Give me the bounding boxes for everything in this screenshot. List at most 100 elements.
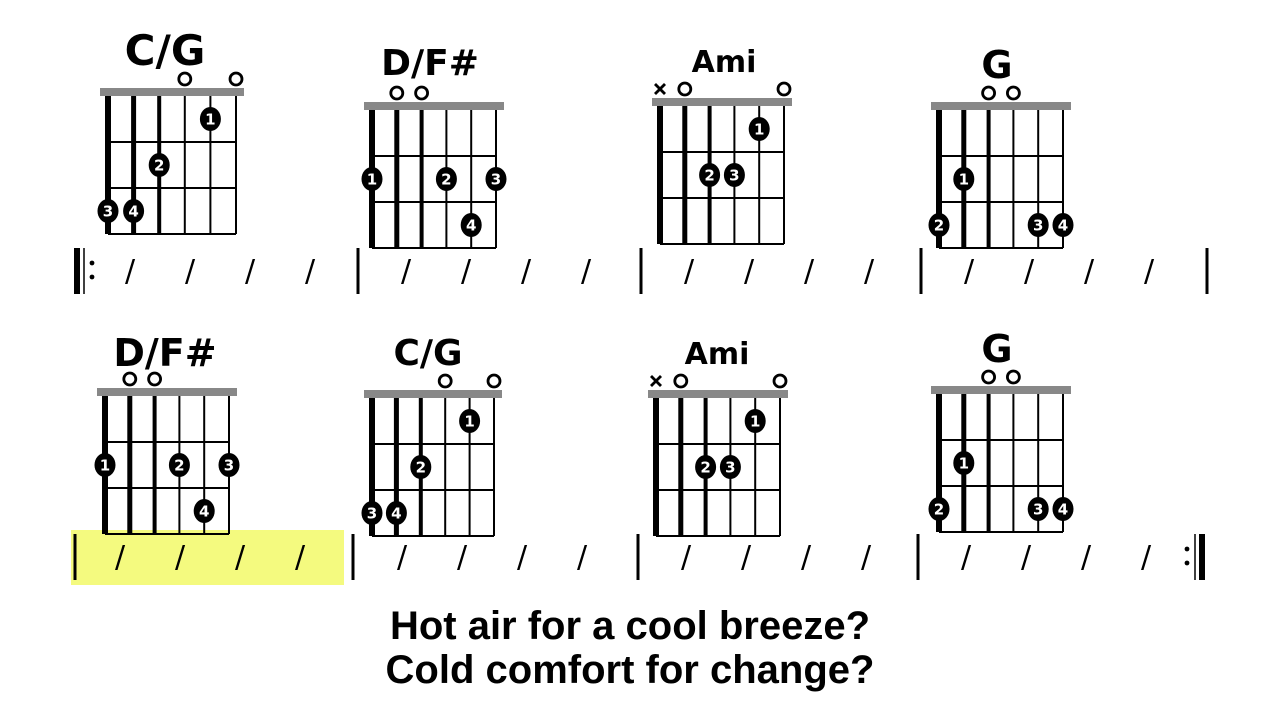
- open-string-icon: [776, 81, 792, 97]
- finger-number: 4: [466, 217, 476, 235]
- finger-number: 3: [367, 505, 377, 523]
- lyric-line-2: Cold comfort for change?: [385, 648, 875, 692]
- finger-number: 1: [100, 457, 110, 475]
- strum-slash: /: [517, 540, 528, 575]
- finger-number: 3: [224, 457, 234, 475]
- finger-dot-icon: [199, 107, 221, 131]
- muted-string-icon: [654, 83, 666, 95]
- open-string-icon: [1006, 369, 1021, 385]
- open-string-icon: [147, 371, 163, 387]
- finger-dot-icon: [953, 451, 975, 475]
- chord-diagram-r2-m1: 1 2 4 3: [94, 371, 240, 535]
- finger-number: 3: [729, 167, 739, 185]
- nut: [364, 390, 502, 398]
- strum-slash: /: [457, 540, 468, 575]
- finger-number: 4: [128, 203, 138, 221]
- open-string-icon: [1006, 85, 1021, 101]
- chord-name-r1-m4: G: [981, 43, 1013, 87]
- open-string-icon: [177, 71, 193, 87]
- chord-diagram-r1-m2: 1 2 4 3: [361, 85, 507, 249]
- finger-number: 1: [754, 121, 764, 139]
- open-string-icon: [437, 373, 453, 389]
- finger-dot-icon: [123, 199, 145, 223]
- chord-name-r2-m1: D/F#: [113, 331, 217, 375]
- finger-number: 2: [441, 171, 451, 189]
- strum-slash: /: [401, 254, 412, 289]
- finger-number: 2: [416, 459, 426, 477]
- strum-slash: /: [741, 540, 752, 575]
- finger-number: 2: [700, 459, 710, 477]
- strum-slash: /: [684, 254, 695, 289]
- strum-slash: /: [1141, 540, 1152, 575]
- strum-slash: /: [295, 540, 306, 575]
- nut: [648, 390, 788, 398]
- finger-number: 1: [750, 413, 760, 431]
- nut: [652, 98, 792, 106]
- finger-number: 2: [174, 457, 184, 475]
- finger-number: 3: [1033, 217, 1043, 235]
- nut: [97, 388, 237, 396]
- finger-number: 1: [205, 111, 215, 129]
- strum-slash: /: [1084, 254, 1095, 289]
- repeat-dot: [89, 274, 95, 280]
- nut: [100, 88, 244, 96]
- strum-slash: /: [961, 540, 972, 575]
- finger-number: 2: [934, 501, 944, 519]
- strum-slash: /: [461, 254, 472, 289]
- finger-dot-icon: [361, 501, 383, 525]
- repeat-end-barline: [1199, 534, 1205, 580]
- finger-dot-icon: [719, 455, 741, 479]
- finger-number: 1: [464, 413, 474, 431]
- chord-name-r1-m1: C/G: [124, 26, 206, 75]
- strum-slash: /: [861, 540, 872, 575]
- open-string-icon: [228, 71, 244, 87]
- strum-slash: /: [1081, 540, 1092, 575]
- finger-number: 1: [367, 171, 377, 189]
- open-string-icon: [389, 85, 405, 101]
- strum-slash: /: [245, 254, 256, 289]
- finger-dot-icon: [1052, 497, 1074, 521]
- finger-number: 3: [491, 171, 501, 189]
- nut: [931, 386, 1071, 394]
- strum-slash: /: [744, 254, 755, 289]
- finger-dot-icon: [723, 163, 745, 187]
- finger-dot-icon: [218, 453, 240, 477]
- nut: [931, 102, 1071, 110]
- finger-dot-icon: [928, 213, 950, 237]
- strum-slash: /: [1024, 254, 1035, 289]
- open-string-icon: [122, 371, 138, 387]
- strum-slash: /: [804, 254, 815, 289]
- repeat-dot: [1184, 560, 1190, 566]
- strum-slash: /: [185, 254, 196, 289]
- strum-slash: /: [964, 254, 975, 289]
- finger-dot-icon: [94, 453, 116, 477]
- finger-number: 1: [959, 455, 969, 473]
- open-string-icon: [673, 373, 689, 389]
- chord-name-r1-m3: Ami: [691, 45, 757, 80]
- finger-dot-icon: [695, 455, 717, 479]
- finger-dot-icon: [1027, 497, 1049, 521]
- strum-slash: /: [235, 540, 246, 575]
- finger-number: 4: [1058, 501, 1068, 519]
- finger-dot-icon: [460, 213, 482, 237]
- chord-name-r1-m2: D/F#: [381, 43, 479, 84]
- finger-number: 2: [934, 217, 944, 235]
- finger-dot-icon: [748, 117, 770, 141]
- finger-dot-icon: [928, 497, 950, 521]
- open-string-icon: [414, 85, 430, 101]
- finger-dot-icon: [1027, 213, 1049, 237]
- finger-dot-icon: [193, 499, 215, 523]
- repeat-dot: [1184, 546, 1190, 552]
- finger-number: 3: [103, 203, 113, 221]
- finger-number: 3: [1033, 501, 1043, 519]
- finger-dot-icon: [361, 167, 383, 191]
- strum-slash: /: [397, 540, 408, 575]
- strum-slash: /: [581, 254, 592, 289]
- finger-dot-icon: [410, 455, 432, 479]
- strum-slash: /: [175, 540, 186, 575]
- repeat-start-barline: [74, 248, 80, 294]
- finger-number: 4: [199, 503, 209, 521]
